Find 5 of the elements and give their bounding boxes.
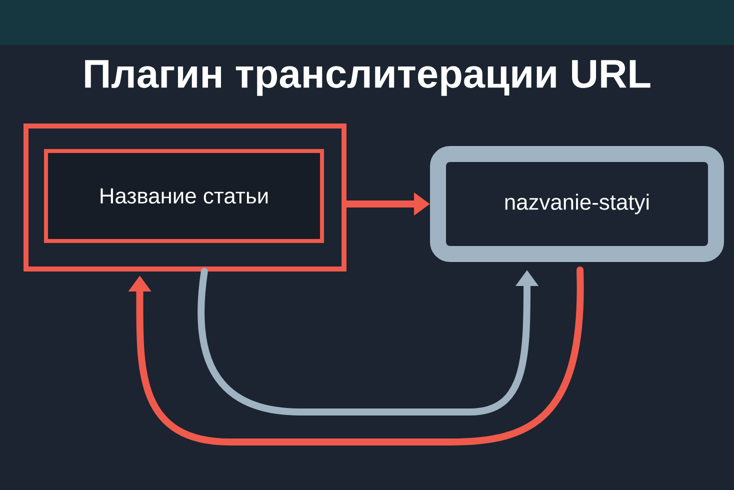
frame-box xyxy=(24,124,346,272)
text-box: Название статьи xyxy=(44,149,324,243)
arrow xyxy=(128,266,584,446)
output-box: nazvanie-statyi xyxy=(430,146,724,262)
title: Плагин транслитерации URL xyxy=(85,60,650,96)
